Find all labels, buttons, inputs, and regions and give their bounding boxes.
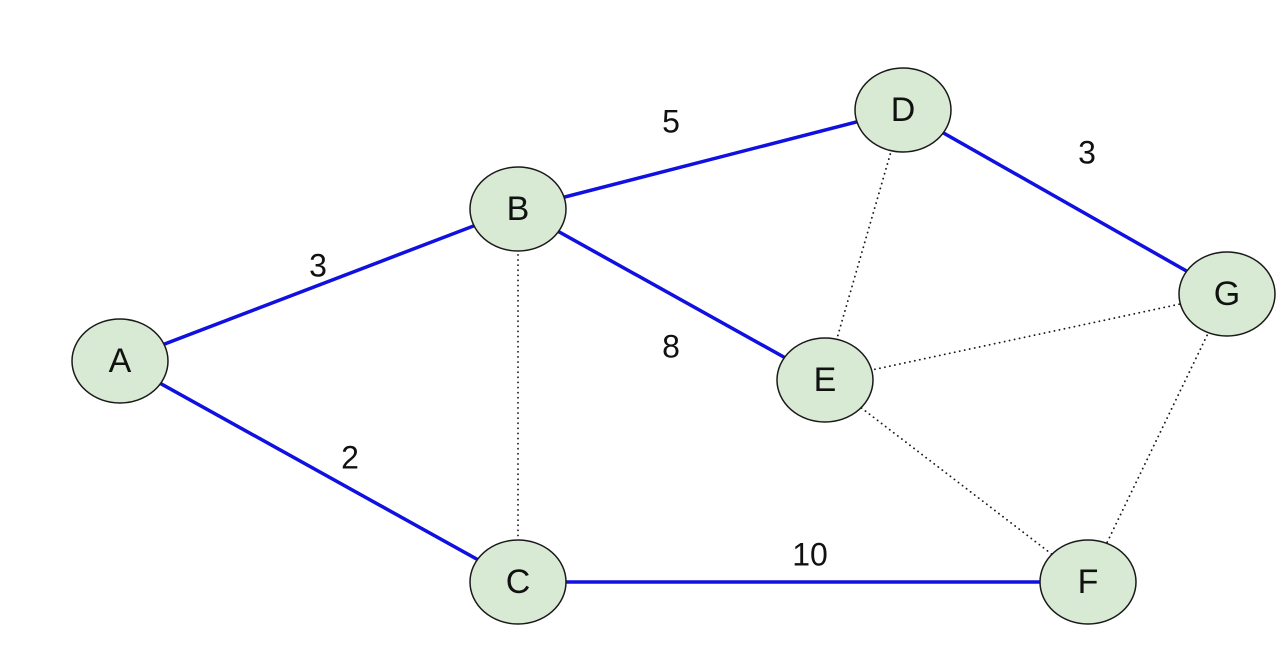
edge-a-c: [119, 359, 519, 584]
node-d: D: [854, 67, 952, 153]
edges-layer: [119, 108, 1228, 584]
node-shape: [1178, 251, 1276, 337]
edge-weight-a-b: 3: [309, 247, 327, 283]
edge-weight-a-c: 2: [341, 439, 359, 475]
edge-d-e: [824, 109, 904, 381]
node-shape: [469, 166, 567, 252]
node-shape: [1039, 539, 1137, 625]
edge-labels-layer: 3 2 5 8 3 10: [309, 103, 1096, 572]
nodes-layer: A B C D E F G: [71, 67, 1276, 625]
edge-e-g: [824, 293, 1228, 381]
node-g: G: [1178, 251, 1276, 337]
edge-b-e: [517, 207, 826, 382]
edge-b-d: [517, 108, 904, 211]
edge-weight-b-e: 8: [662, 328, 680, 364]
edge-a-b: [119, 207, 519, 363]
node-label: A: [109, 342, 132, 380]
edge-weight-d-g: 3: [1078, 134, 1096, 170]
node-a: A: [71, 318, 169, 404]
node-label: E: [814, 361, 837, 399]
node-shape: [776, 337, 874, 423]
node-label: C: [506, 563, 531, 601]
node-e: E: [776, 337, 874, 423]
node-shape: [71, 318, 169, 404]
edge-weight-b-d: 5: [662, 103, 680, 139]
node-label: G: [1214, 275, 1240, 313]
node-label: F: [1078, 563, 1099, 601]
node-label: B: [507, 190, 530, 228]
node-shape: [854, 67, 952, 153]
edge-weight-c-f: 10: [792, 536, 828, 572]
edge-d-g: [902, 108, 1228, 296]
node-f: F: [1039, 539, 1137, 625]
edge-g-f: [1087, 293, 1228, 583]
node-shape: [469, 539, 567, 625]
node-label: D: [891, 91, 916, 129]
node-c: C: [469, 539, 567, 625]
node-b: B: [469, 166, 567, 252]
edge-e-f: [824, 379, 1089, 583]
